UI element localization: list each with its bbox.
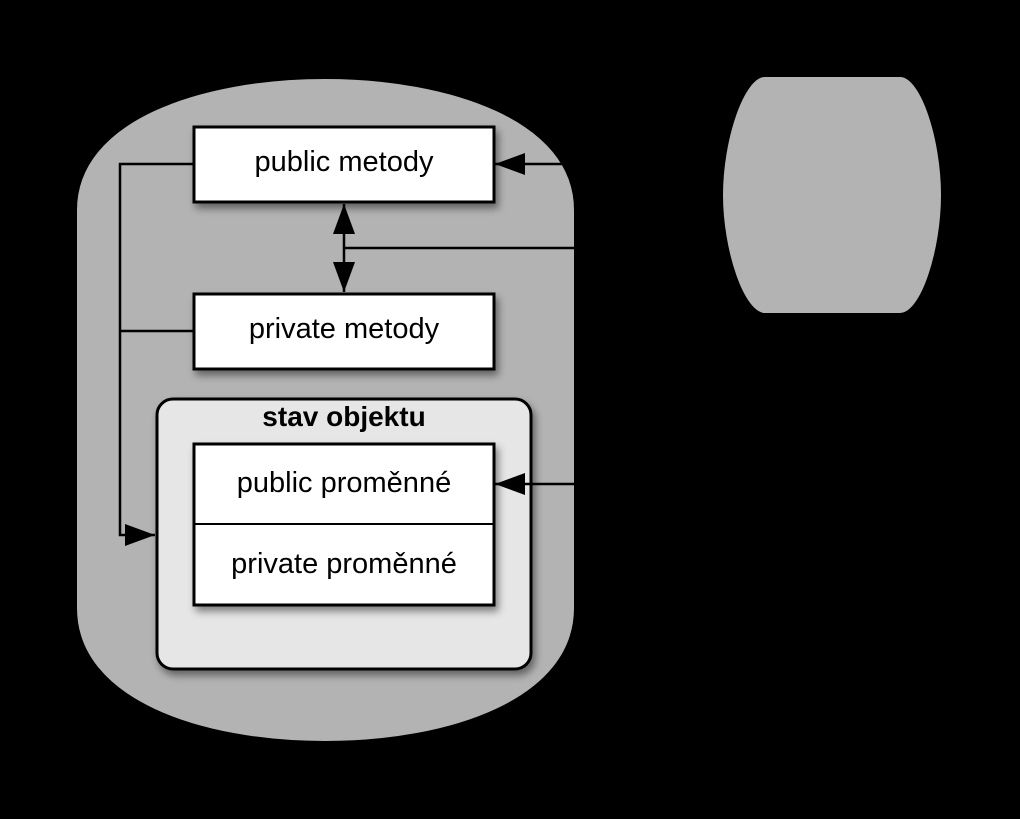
public-variables-label: public proměnné: [237, 467, 451, 499]
public-methods-box: [192, 125, 496, 204]
private-methods-label: private metody: [249, 313, 440, 345]
connector-methods-to-state: [118, 162, 194, 546]
public-methods-label: public metody: [255, 146, 434, 178]
private-variables-label: private proměnné: [231, 548, 457, 580]
private-methods-box: [192, 292, 496, 371]
object-state-title: stav objektu: [262, 401, 425, 432]
other-object-shape: [720, 75, 944, 315]
